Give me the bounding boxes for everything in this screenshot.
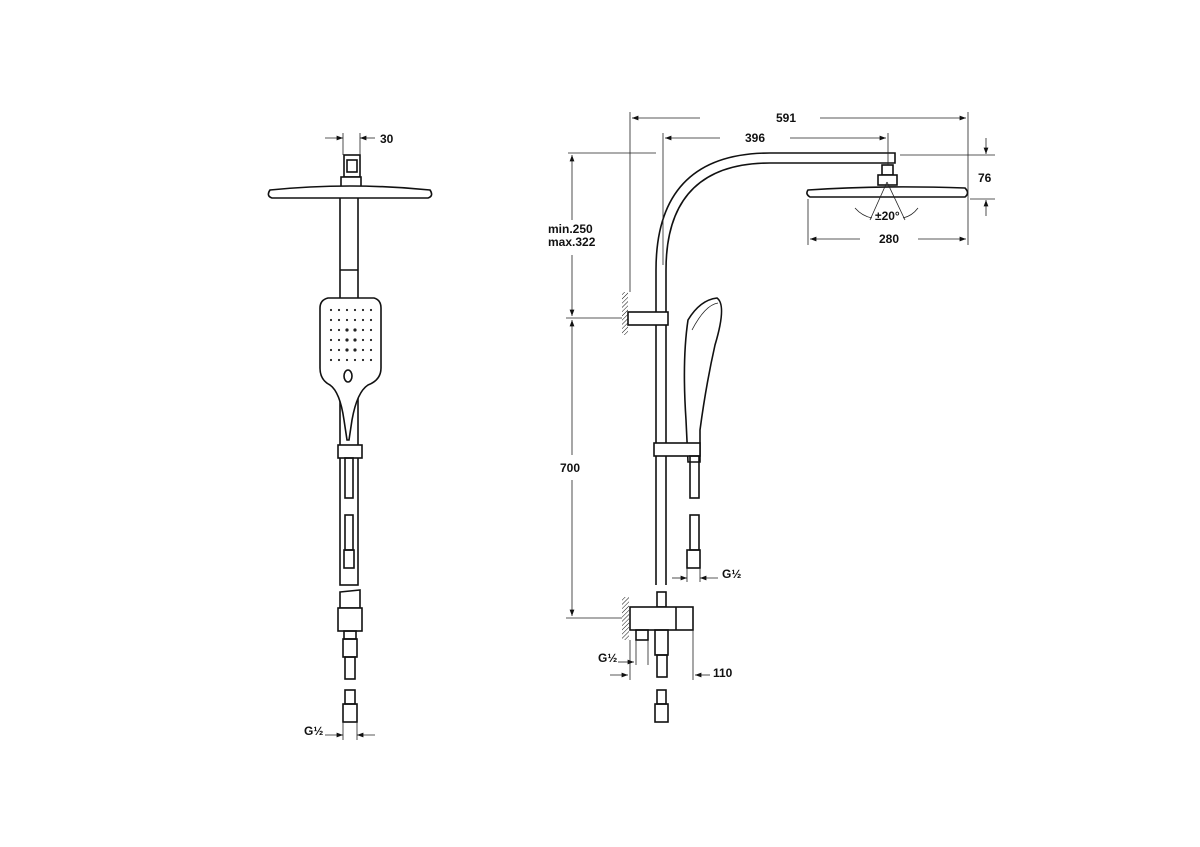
dim-thread-front: G½ (304, 724, 323, 738)
side-hose (689, 455, 700, 499)
head-connector (881, 164, 894, 176)
dim-arm-width: 30 (380, 132, 394, 146)
dim-inlet-thread: G½ (598, 651, 617, 665)
wall-outlet (337, 607, 363, 632)
dim-arm-height-min: min.250 (548, 222, 593, 236)
hand-shower (319, 297, 382, 441)
hand-shower-nozzles (329, 308, 373, 362)
dim-arm-height-max: max.322 (548, 235, 596, 249)
wall-hatch-upper (622, 292, 628, 335)
dim-total-reach: 591 (776, 111, 796, 125)
side-head-shower (806, 186, 969, 198)
dim-head-diameter: 280 (879, 232, 899, 246)
head-shower (267, 185, 433, 199)
dim-wall-depth: 110 (713, 666, 733, 680)
dim-arm-reach: 396 (745, 131, 765, 145)
side-hand-shower (683, 297, 723, 463)
dim-tilt: ±20° (875, 209, 900, 223)
hose-segment (344, 457, 354, 499)
wall-bracket (627, 311, 669, 326)
side-slider (653, 442, 701, 457)
overhead-arm (655, 152, 896, 585)
slider-clamp (337, 444, 363, 459)
side-view: ±20° 591 396 76 28 (548, 111, 995, 723)
wall-hatch-lower (622, 597, 629, 640)
dim-head-height: 76 (978, 171, 992, 185)
dim-hose-thread: G½ (722, 567, 741, 581)
dim-rail-height: 700 (560, 461, 580, 475)
side-wall-outlet (629, 606, 694, 631)
front-view: 30 G½ (267, 132, 433, 740)
